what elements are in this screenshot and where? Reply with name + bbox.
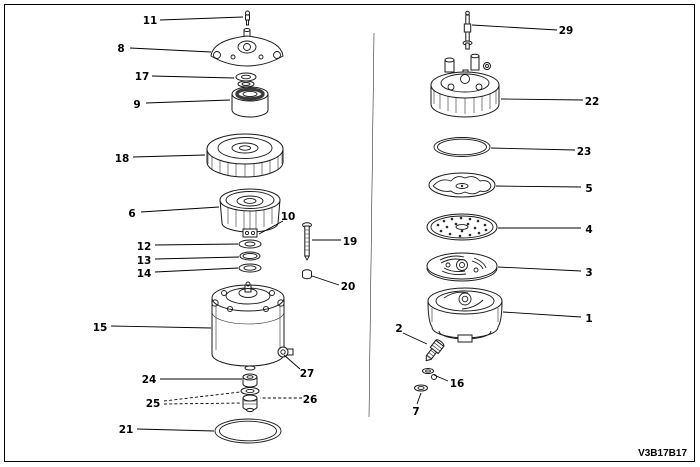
leader-line-7 <box>416 392 422 405</box>
callout-16: 16 <box>450 378 465 390</box>
callout-11: 11 <box>143 15 158 27</box>
callout-5: 5 <box>585 183 592 195</box>
part-24-bushing <box>242 373 258 388</box>
callout-9: 9 <box>133 99 140 111</box>
leader-line-22 <box>500 98 584 101</box>
part-3-slotted-plate <box>426 252 498 282</box>
leader-line-16 <box>433 374 449 382</box>
leader-line-5 <box>495 185 582 188</box>
leader-line-18 <box>132 154 206 158</box>
part-12-washer <box>238 239 262 249</box>
part-13-o-ring <box>239 251 261 261</box>
part-17-washer <box>235 72 257 88</box>
callout-24: 24 <box>142 374 157 386</box>
leader-line-14 <box>154 267 239 273</box>
part-5-impeller-disc <box>428 172 496 198</box>
leader-line-6 <box>140 206 220 213</box>
part-18-ribbed-disc <box>206 133 284 178</box>
leader-line-3 <box>497 266 582 272</box>
callout-27: 27 <box>300 368 315 380</box>
part-8-top-cover <box>210 28 284 67</box>
callout-8: 8 <box>117 43 124 55</box>
leader-line-23 <box>490 147 576 151</box>
callout-14: 14 <box>137 268 152 280</box>
part-4-perforated-plate <box>426 213 498 241</box>
callout-29: 29 <box>559 25 574 37</box>
callout-13: 13 <box>137 255 152 267</box>
callout-3: 3 <box>585 267 592 279</box>
callout-23: 23 <box>577 146 592 158</box>
part-14-washer <box>238 263 262 273</box>
callout-18: 18 <box>115 153 130 165</box>
leader-line-27 <box>283 354 301 370</box>
callout-10: 10 <box>281 211 296 223</box>
leader-line-12 <box>154 243 239 246</box>
part-10-tab <box>242 228 258 238</box>
callout-15: 15 <box>93 322 108 334</box>
part-1-lower-housing <box>427 287 503 343</box>
left-assembly <box>206 10 312 444</box>
part-22-upper-housing <box>430 53 500 118</box>
part-26-ring <box>240 387 260 395</box>
leader-line-21 <box>136 428 215 432</box>
callout-7: 7 <box>412 406 419 418</box>
leader-line-13 <box>154 256 240 260</box>
callout-1: 1 <box>585 313 592 325</box>
leader-line-9 <box>145 99 231 104</box>
part-27-side-plug <box>277 346 294 358</box>
figure-code: V3B17B17 <box>638 448 687 459</box>
leader-line-25 <box>163 391 241 402</box>
callout-2: 2 <box>395 323 402 335</box>
part-19-screw <box>302 222 312 261</box>
leader-line-25-1 <box>163 402 243 405</box>
leader-line-8 <box>129 47 212 53</box>
part-6-cup-housing <box>219 188 281 238</box>
callout-20: 20 <box>341 281 356 293</box>
leader-line-11 <box>159 16 244 21</box>
callout-19: 19 <box>343 236 358 248</box>
callout-12: 12 <box>137 241 152 253</box>
part-21-o-ring <box>214 418 282 444</box>
leader-line-20 <box>311 275 340 286</box>
callout-22: 22 <box>585 96 600 108</box>
callout-4: 4 <box>585 224 592 236</box>
part-29-shaft <box>462 10 473 50</box>
part-20-nut <box>302 269 312 280</box>
callout-17: 17 <box>135 71 150 83</box>
leader-line-15 <box>110 325 212 329</box>
part-23-o-ring <box>433 137 491 157</box>
leader-line-2 <box>402 332 428 345</box>
callout-6: 6 <box>128 208 135 220</box>
part-9-bearing <box>231 86 269 118</box>
part-25-seal-stack <box>240 387 260 413</box>
leader-line-1 <box>502 311 582 318</box>
callout-25: 25 <box>146 398 161 410</box>
part-11-screw <box>245 10 250 26</box>
part-15-motor-body <box>211 281 294 371</box>
callout-21: 21 <box>119 424 134 436</box>
assembly-reference-line <box>368 32 375 418</box>
callout-26: 26 <box>303 394 318 406</box>
leader-line-10 <box>258 220 284 235</box>
right-assembly <box>414 10 503 392</box>
leader-line-17 <box>151 75 235 79</box>
part-2-fitting <box>425 339 445 362</box>
part-16-small-parts <box>422 368 437 380</box>
leader-line-29 <box>471 24 558 31</box>
part-7-washer <box>414 384 428 392</box>
figure-border <box>4 4 695 462</box>
